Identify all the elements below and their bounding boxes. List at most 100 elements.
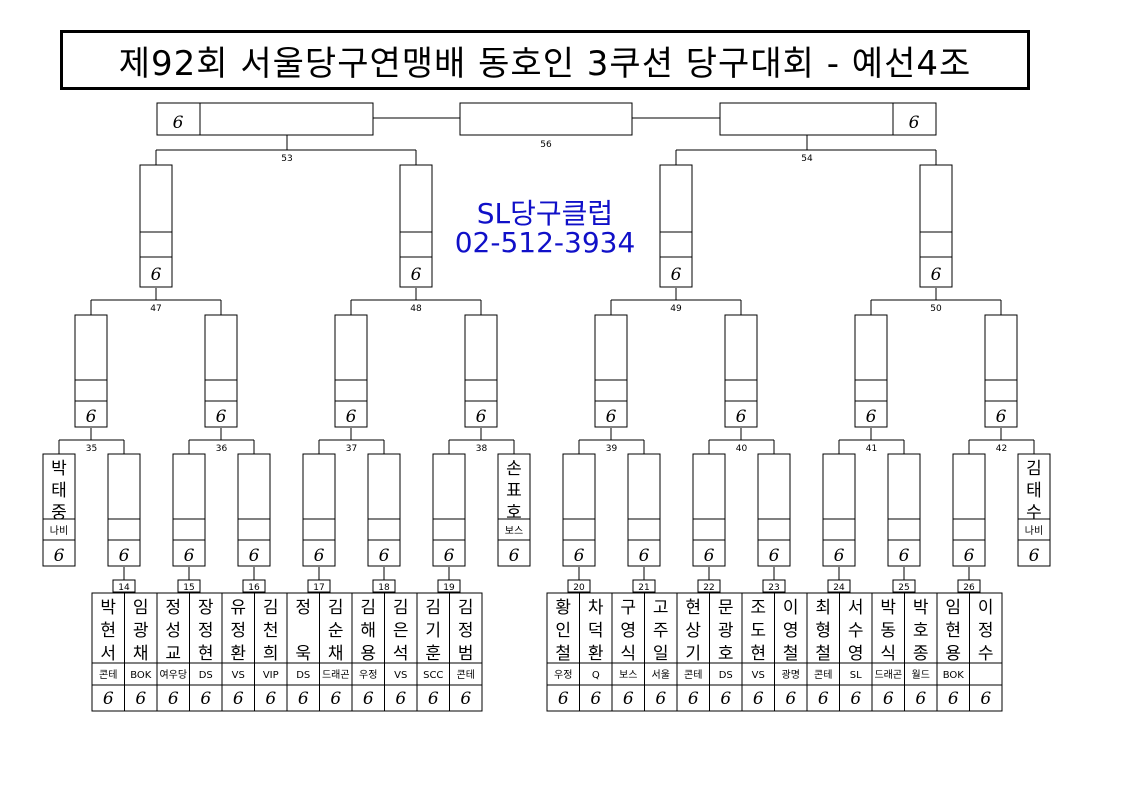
player-name-char: 정 bbox=[198, 621, 214, 641]
player-score-cell bbox=[741, 684, 775, 712]
player-club: DS bbox=[719, 670, 733, 681]
seed-name-char: 수 bbox=[1026, 503, 1042, 523]
score-mark: 6 bbox=[216, 407, 227, 427]
final-box bbox=[459, 102, 633, 136]
advance-box bbox=[984, 314, 1018, 428]
player-name-char: 박 bbox=[100, 598, 116, 618]
player-club: 월드 bbox=[912, 669, 930, 681]
player-name-cell bbox=[254, 592, 288, 664]
match-number: 48 bbox=[410, 304, 422, 314]
player-name-char: 서 bbox=[100, 644, 116, 664]
score-mark: 6 bbox=[135, 689, 146, 709]
player-club: 여우당 bbox=[159, 669, 187, 681]
player-score-cell bbox=[384, 684, 418, 712]
match-number: 26 bbox=[963, 583, 975, 593]
score-mark: 6 bbox=[428, 689, 439, 709]
match-number-box bbox=[372, 579, 396, 593]
score-mark: 6 bbox=[964, 546, 975, 566]
score-mark: 6 bbox=[173, 113, 184, 133]
player-name-cell bbox=[449, 592, 483, 664]
player-name-char: 천 bbox=[263, 621, 279, 641]
player-score-cell bbox=[969, 684, 1003, 712]
player-club-cell bbox=[969, 662, 1003, 686]
score-mark: 6 bbox=[249, 546, 260, 566]
player-name-char: 식 bbox=[880, 644, 896, 664]
player-name-char: 철 bbox=[815, 644, 831, 664]
player-club: VS bbox=[752, 670, 765, 681]
score-mark: 6 bbox=[931, 265, 942, 285]
seed-name-char: 태 bbox=[51, 481, 67, 501]
match-number-box bbox=[632, 579, 656, 593]
player-name-char: 형 bbox=[815, 621, 831, 641]
player-name-char: 정 bbox=[230, 621, 246, 641]
match-number: 23 bbox=[768, 583, 779, 593]
score-mark: 6 bbox=[509, 546, 520, 566]
match-number-box bbox=[697, 579, 721, 593]
match-number: 35 bbox=[86, 444, 97, 454]
advance-box bbox=[562, 453, 596, 567]
player-name-char: 채 bbox=[328, 644, 344, 664]
match-number-box bbox=[177, 579, 201, 593]
player-name-char: 상 bbox=[685, 621, 701, 641]
player-club: Q bbox=[592, 670, 600, 681]
player-name-char: 유 bbox=[230, 598, 246, 618]
player-club: 콘테 bbox=[457, 669, 475, 681]
score-mark: 6 bbox=[834, 546, 845, 566]
match-number: 22 bbox=[703, 583, 714, 593]
player-name-char: 현 bbox=[750, 644, 766, 664]
score-mark: 6 bbox=[606, 407, 617, 427]
player-name-char: 교 bbox=[165, 644, 181, 664]
advance-box bbox=[237, 453, 271, 567]
player-name-char: 김 bbox=[425, 598, 441, 618]
match-number-box bbox=[957, 579, 981, 593]
club-name: SL당구클럽 bbox=[476, 197, 614, 230]
player-name-char: 철 bbox=[783, 644, 799, 664]
score-mark: 6 bbox=[233, 689, 244, 709]
player-name-cell bbox=[774, 592, 808, 664]
match-number: 54 bbox=[801, 154, 813, 164]
seed-name-char: 박 bbox=[51, 459, 67, 479]
player-name-char: 식 bbox=[620, 644, 636, 664]
player-name-char: 정 bbox=[458, 621, 474, 641]
advance-box bbox=[432, 453, 466, 567]
score-mark: 6 bbox=[314, 546, 325, 566]
player-name-cell bbox=[871, 592, 905, 664]
score-mark: 6 bbox=[574, 546, 585, 566]
player-name-char: 덕 bbox=[588, 621, 604, 641]
player-name-cell bbox=[579, 592, 613, 664]
score-mark: 6 bbox=[346, 407, 357, 427]
score-mark: 6 bbox=[168, 689, 179, 709]
player-club: DS bbox=[199, 670, 213, 681]
match-number-box bbox=[892, 579, 916, 593]
advance-box bbox=[952, 453, 986, 567]
score-mark: 6 bbox=[86, 407, 97, 427]
player-club: DS bbox=[296, 670, 310, 681]
player-name-char: 범 bbox=[458, 644, 474, 664]
player-club: VIP bbox=[263, 670, 279, 681]
player-name-char: 도 bbox=[750, 621, 766, 641]
score-mark: 6 bbox=[200, 689, 211, 709]
player-club: 서울 bbox=[652, 669, 670, 681]
player-name-cell bbox=[839, 592, 873, 664]
score-mark: 6 bbox=[590, 689, 601, 709]
match-number: 15 bbox=[183, 583, 194, 593]
player-name-cell bbox=[936, 592, 970, 664]
advance-box bbox=[464, 314, 498, 428]
player-name-char: 환 bbox=[230, 644, 246, 664]
score-mark: 6 bbox=[899, 546, 910, 566]
player-name-char: 훈 bbox=[425, 644, 441, 664]
player-name-char: 고 bbox=[653, 598, 669, 618]
match-number-box bbox=[437, 579, 461, 593]
match-number-box bbox=[762, 579, 786, 593]
player-name-char: 영 bbox=[620, 621, 636, 641]
match-number: 39 bbox=[606, 444, 618, 454]
player-name-char: 정 bbox=[165, 598, 181, 618]
match-number: 49 bbox=[670, 304, 682, 314]
player-name-char: 정 bbox=[295, 598, 311, 618]
player-name-char: 정 bbox=[978, 621, 994, 641]
advance-box bbox=[594, 314, 628, 428]
match-number: 50 bbox=[930, 304, 942, 314]
match-number: 14 bbox=[118, 583, 130, 593]
score-mark: 6 bbox=[119, 546, 130, 566]
page-title: 제92회 서울당구연맹배 동호인 3쿠션 당구대회 - 예선4조 bbox=[60, 30, 1030, 90]
